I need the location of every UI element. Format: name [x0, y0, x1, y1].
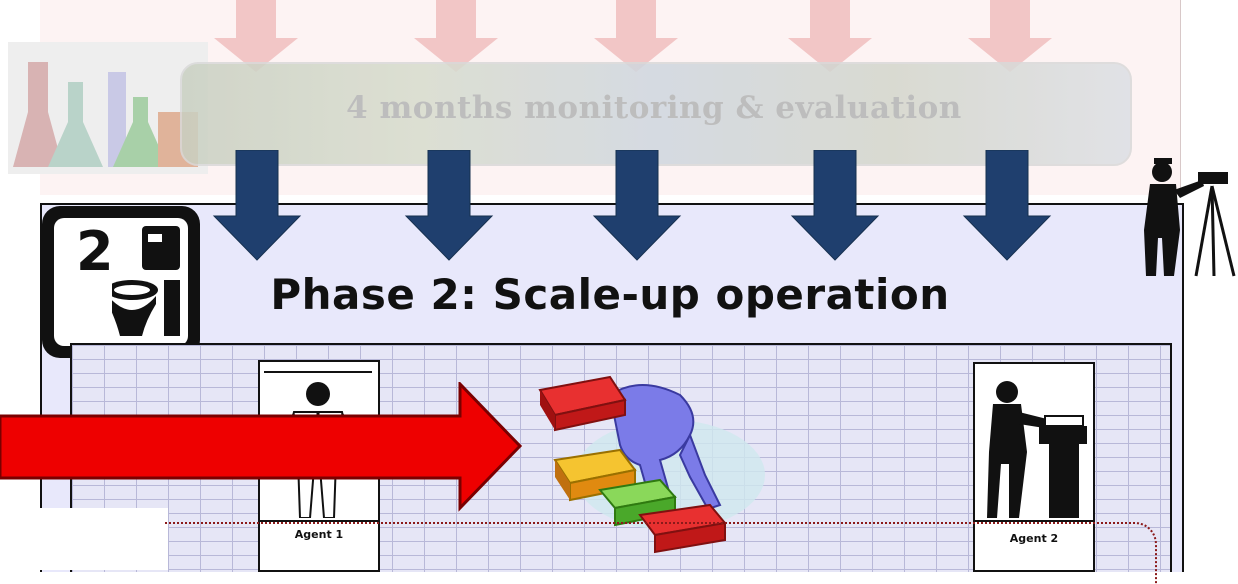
red-brick-top [538, 375, 627, 432]
white-patch [0, 508, 168, 570]
down-arrow-1 [212, 150, 302, 261]
faded-arrow-1 [214, 0, 298, 72]
toilet-icon [112, 226, 180, 336]
lego-builder-clipart [538, 375, 765, 554]
phase-badge-number: 2 [76, 220, 114, 283]
faded-arrow-4 [788, 0, 872, 72]
phase-badge: 2 [42, 206, 200, 358]
yellow-brick [553, 448, 637, 502]
down-arrow-5 [962, 150, 1052, 261]
down-arrow-4 [790, 150, 880, 261]
faded-arrow-2 [414, 0, 498, 72]
agent-2-divider [975, 520, 1093, 522]
faded-arrow-3 [594, 0, 678, 72]
big-red-arrow [0, 382, 523, 512]
agent-2-card: Agent 2 [973, 362, 1095, 572]
monitoring-label: 4 months monitoring & evaluation [346, 90, 962, 126]
agent-2-label: Agent 2 [1009, 532, 1059, 545]
red-brick-bottom [638, 503, 727, 554]
faded-arrow-5 [968, 0, 1052, 72]
down-arrow-2 [404, 150, 494, 261]
surveyor-icon [1144, 158, 1236, 277]
phase-badge-inner: 2 [54, 218, 188, 346]
agent-2-figure [979, 368, 1087, 518]
dotted-boundary-line [165, 522, 1157, 584]
phase-title: Phase 2: Scale-up operation [270, 270, 950, 319]
lab-glassware-icon [8, 42, 208, 174]
down-arrow-3 [592, 150, 682, 261]
faded-arrows [214, 0, 1052, 72]
down-arrows [212, 150, 1052, 261]
agent-1-label: Agent 1 [294, 528, 344, 541]
agent-1-divider [260, 520, 378, 522]
